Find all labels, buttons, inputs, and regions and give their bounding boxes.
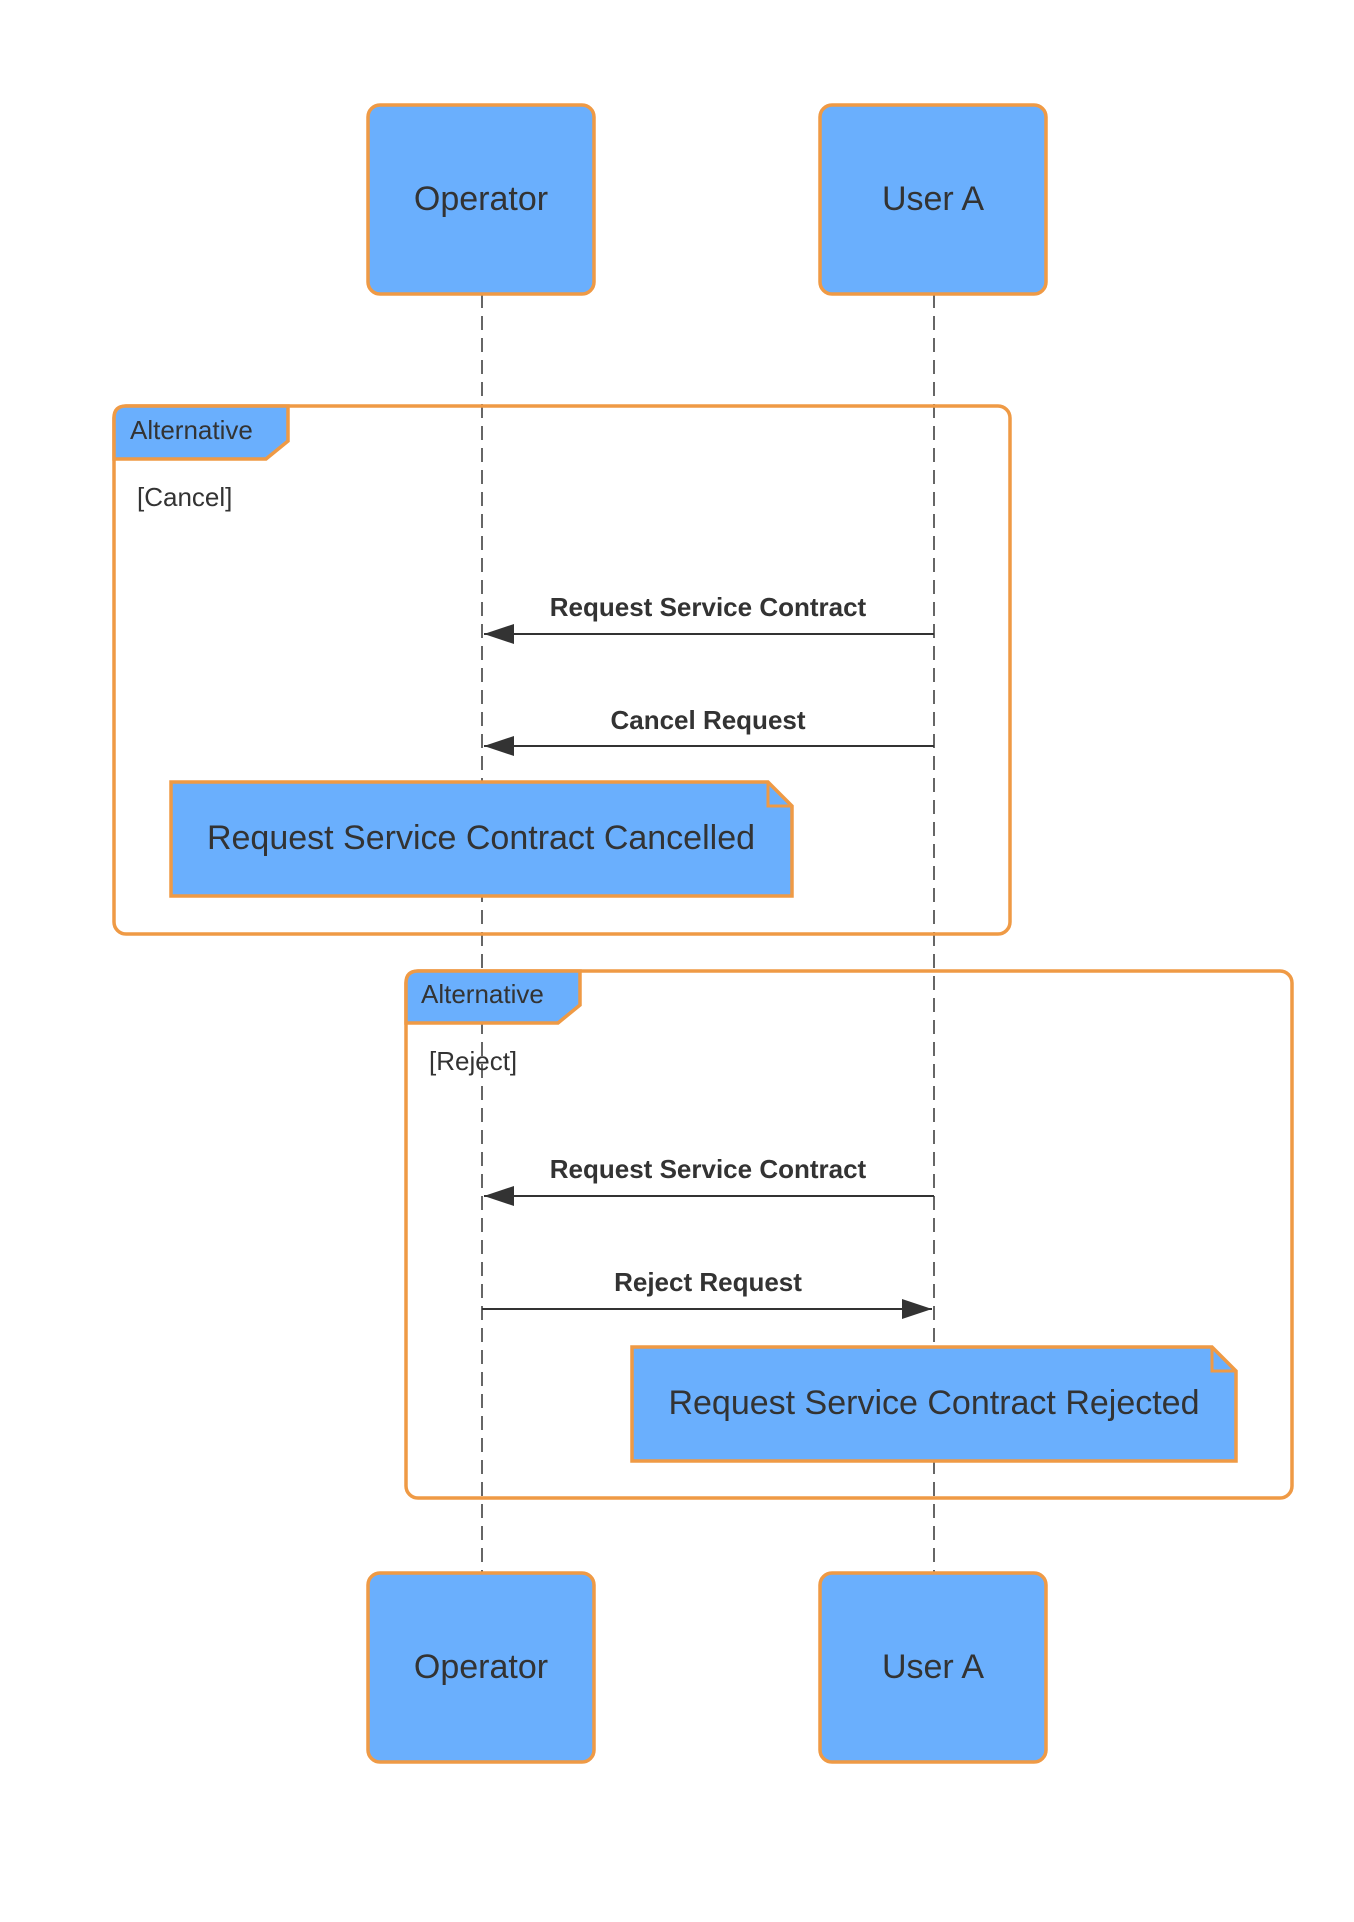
note-text: Request Service Contract Cancelled [207,819,755,857]
fragment-tab [112,404,290,461]
message-label: Request Service Contract [550,592,867,622]
actor-operator-bottom: Operator [366,1571,596,1764]
message-label: Request Service Contract [550,1154,867,1184]
actor-label: User A [882,180,984,218]
actor-label: User A [882,1648,984,1686]
fragment-frame [404,969,1294,1500]
actor-label: Operator [414,180,548,218]
fragment-alternative-reject: Alternative [Reject] Request Service Con… [404,969,1294,1500]
note-fold [1210,1347,1236,1373]
fragment-alternative-cancel: Alternative [Cancel] Request Service Con… [112,404,1012,936]
fragment-label: Alternative [130,415,253,445]
note-text: Request Service Contract Rejected [668,1384,1199,1422]
fragment-frame [112,404,1012,936]
fragment-label: Alternative [421,979,544,1009]
note-fold [766,782,792,808]
fragment-guard: [Reject] [429,1046,517,1076]
message-label: Reject Request [614,1267,802,1297]
message-label: Cancel Request [610,705,805,735]
actor-label: Operator [414,1648,548,1686]
fragment-tab [404,969,582,1025]
actor-user-a-bottom: User A [818,1571,1048,1764]
actor-user-a-top: User A [818,103,1048,296]
note-box [169,780,794,898]
note-box [630,1345,1238,1463]
fragment-guard: [Cancel] [137,482,232,512]
actor-operator-top: Operator [366,103,596,296]
